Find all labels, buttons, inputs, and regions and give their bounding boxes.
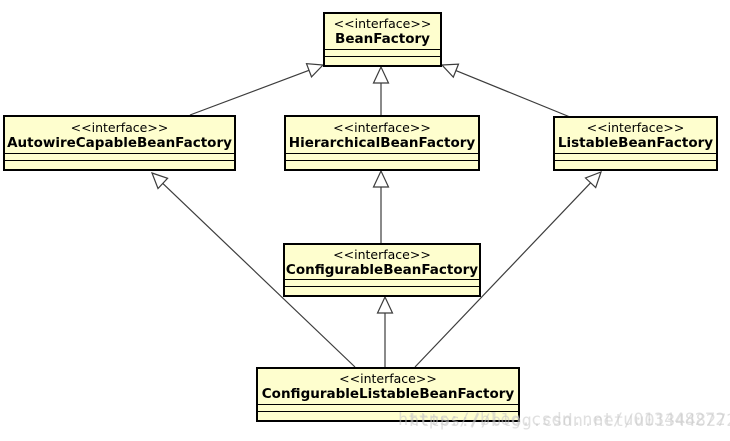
edge-configurablelistablebeanfactory-to-configurablebeanfactory [376, 295, 394, 367]
class-box-beanfactory: <<interface>> BeanFactory [323, 12, 442, 67]
class-box-configurablebeanfactory: <<interface>> ConfigurableBeanFactory [283, 243, 481, 297]
methods-compartment [325, 56, 440, 65]
class-box-listablebeanfactory: <<interface>> ListableBeanFactory [553, 116, 718, 171]
attributes-compartment [258, 404, 518, 411]
attributes-compartment [5, 153, 234, 160]
methods-compartment [555, 160, 716, 169]
class-title: <<interface>> AutowireCapableBeanFactory [5, 117, 234, 153]
stereotype-label: <<interface>> [333, 119, 431, 135]
hollow-triangle-arrowhead [150, 172, 169, 190]
hollow-triangle-arrowhead [305, 63, 325, 78]
stereotype-label: <<interface>> [333, 16, 432, 31]
edge-configurablelistablebeanfactory-to-listablebeanfactory [414, 170, 602, 368]
hollow-triangle-arrowhead [584, 170, 602, 189]
class-title: <<interface>> ConfigurableListableBeanFa… [258, 369, 518, 404]
edge-hierarchicalbeanfactory-to-beanfactory [372, 65, 390, 115]
hollow-triangle-arrowhead [440, 63, 460, 79]
edge-configurablelistablebeanfactory-to-autowirecapablebeanfactory [150, 172, 356, 368]
edge-listablebeanfactory-to-beanfactory [440, 63, 571, 118]
methods-compartment [286, 160, 478, 169]
hollow-triangle-arrowhead [372, 169, 390, 188]
attributes-compartment [285, 279, 479, 286]
class-name: ListableBeanFactory [557, 135, 714, 151]
hollow-triangle-arrowhead [376, 295, 394, 314]
stereotype-label: <<interface>> [70, 119, 169, 135]
stereotype-label: <<interface>> [339, 371, 437, 386]
attributes-compartment [555, 153, 716, 160]
class-name: BeanFactory [335, 31, 430, 47]
class-title: <<interface>> BeanFactory [325, 14, 440, 49]
class-box-hierarchicalbeanfactory: <<interface>> HierarchicalBeanFactory [284, 115, 480, 171]
class-title: <<interface>> ListableBeanFactory [555, 118, 716, 153]
class-name: HierarchicalBeanFactory [288, 134, 476, 151]
attributes-compartment [325, 49, 440, 56]
edge-autowirecapablebeanfactory-to-beanfactory [189, 63, 325, 116]
class-box-configurablelistablebeanfactory: <<interface>> ConfigurableListableBeanFa… [256, 367, 520, 422]
methods-compartment [5, 160, 234, 169]
edge-configurablebeanfactory-to-hierarchicalbeanfactory [372, 169, 390, 243]
class-name: AutowireCapableBeanFactory [7, 134, 232, 151]
hollow-triangle-arrowhead [372, 65, 390, 84]
methods-compartment [258, 411, 518, 420]
methods-compartment [285, 286, 479, 295]
attributes-compartment [286, 153, 478, 160]
class-name: ConfigurableListableBeanFactory [261, 386, 515, 402]
stereotype-label: <<interface>> [586, 120, 685, 135]
class-name: ConfigurableBeanFactory [285, 261, 479, 278]
stereotype-label: <<interface>> [333, 246, 431, 262]
class-box-autowirecapablebeanfactory: <<interface>> AutowireCapableBeanFactory [3, 115, 236, 171]
class-title: <<interface>> HierarchicalBeanFactory [286, 117, 478, 153]
class-title: <<interface>> ConfigurableBeanFactory [285, 245, 479, 279]
